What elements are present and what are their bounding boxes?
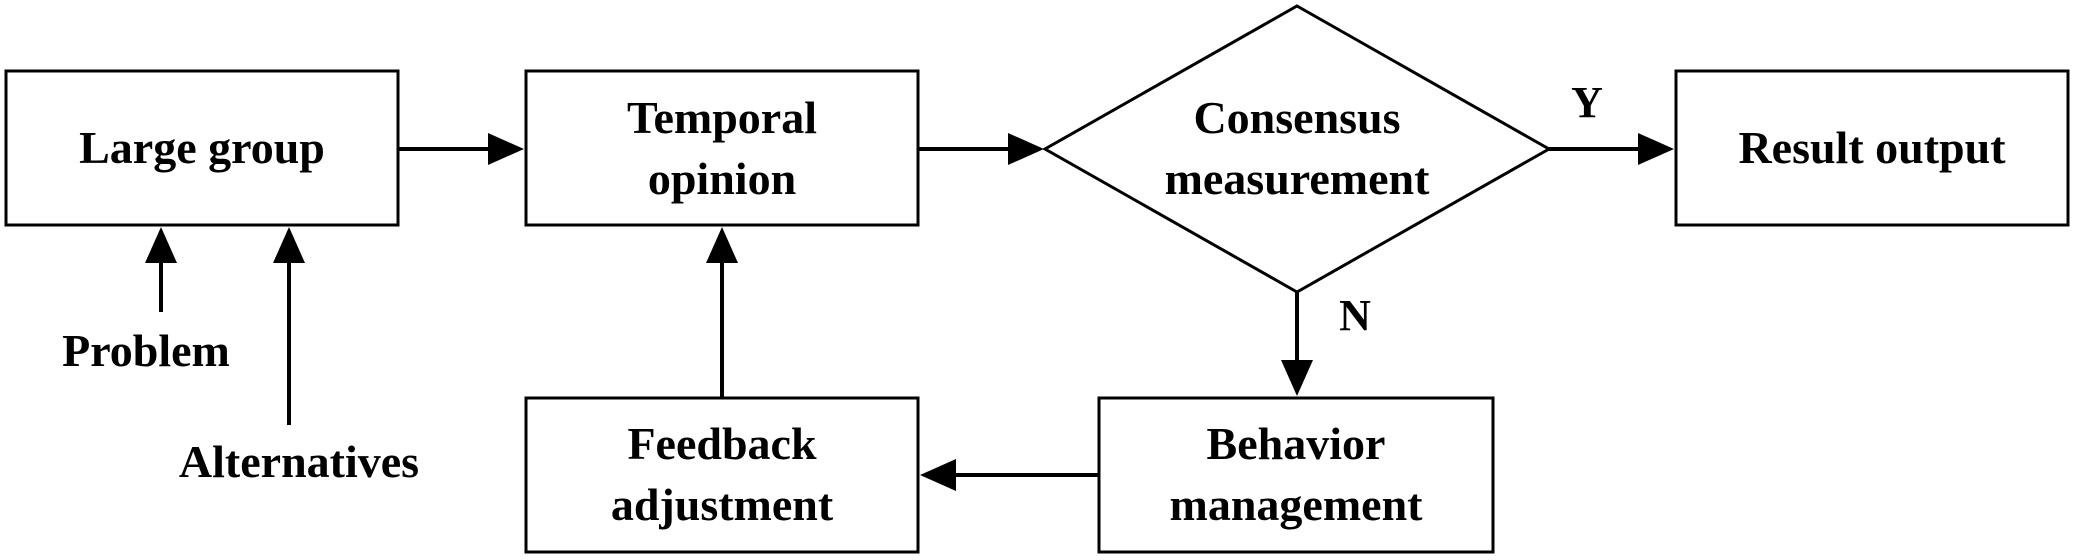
behavior-management-label-line1: Behavior [1207, 418, 1386, 469]
problem-input-label: Problem [62, 325, 230, 376]
temporal-opinion-node: Temporal opinion [524, 69, 920, 227]
temporal-opinion-label-line2: opinion [648, 153, 796, 204]
large-group-node: Large group [4, 69, 400, 227]
arrow-feedback-to-temporal-opinion [706, 227, 738, 398]
large-group-label: Large group [79, 122, 325, 173]
arrow-large-group-to-temporal-opinion [398, 133, 524, 165]
behavior-management-node: Behavior management [1097, 396, 1495, 554]
yes-branch-label: Y [1571, 78, 1603, 127]
large-group-box [4, 69, 400, 227]
arrow-alternatives-to-large-group [273, 227, 305, 425]
result-output-label: Result output [1738, 122, 2006, 173]
no-branch-label: N [1339, 291, 1371, 340]
feedback-adjustment-label-line2: adjustment [611, 479, 834, 530]
consensus-measurement-label-line1: Consensus [1193, 92, 1400, 143]
alternatives-input-label: Alternatives [179, 436, 419, 487]
arrow-consensus-to-behavior-management [1281, 292, 1313, 396]
arrow-problem-to-large-group [145, 227, 177, 312]
feedback-adjustment-box [524, 396, 920, 554]
behavior-management-box [1097, 396, 1495, 554]
feedback-adjustment-node: Feedback adjustment [524, 396, 920, 554]
feedback-adjustment-label-line1: Feedback [627, 418, 817, 469]
result-output-box [1674, 69, 2070, 227]
consensus-measurement-label-line2: measurement [1165, 153, 1431, 204]
behavior-management-label-line2: management [1170, 479, 1424, 530]
temporal-opinion-label-line1: Temporal [627, 92, 817, 143]
arrow-temporal-opinion-to-consensus [918, 133, 1044, 165]
result-output-node: Result output [1674, 69, 2070, 227]
arrow-consensus-to-result-output [1549, 133, 1674, 165]
temporal-opinion-box [524, 69, 920, 227]
consensus-measurement-diamond [1041, 4, 1553, 294]
consensus-measurement-node: Consensus measurement [1041, 4, 1553, 294]
arrow-behavior-management-to-feedback [920, 459, 1099, 491]
